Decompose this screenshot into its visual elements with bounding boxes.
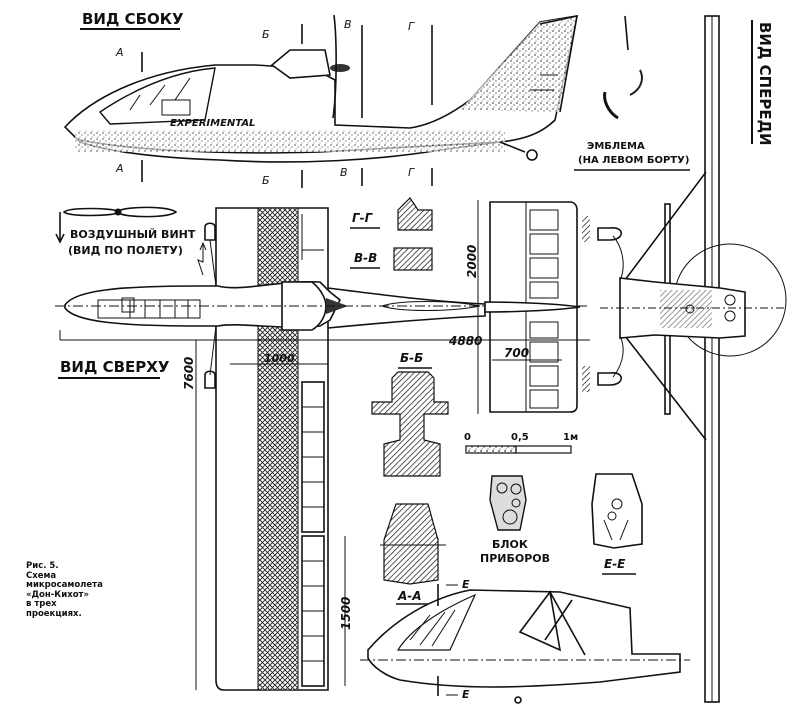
section-ee bbox=[591, 473, 643, 549]
span-dim: 7600 bbox=[182, 357, 196, 390]
svg-text:А: А bbox=[115, 46, 124, 59]
section-gg bbox=[397, 197, 433, 231]
side-view: ВИД СБОКУ EXPERIMENTAL А А Б bbox=[63, 10, 579, 188]
svg-text:В: В bbox=[340, 166, 348, 179]
top-tail-boom bbox=[327, 287, 486, 329]
tail-chord-dim: 700 bbox=[504, 346, 529, 360]
section-aa-label: А-А bbox=[397, 589, 422, 603]
propeller-label-2: (ВИД ПО ПОЛЕТУ) bbox=[68, 244, 183, 257]
instrument-panel: БЛОК ПРИБОРОВ bbox=[480, 475, 550, 565]
section-vv-label: В-В bbox=[354, 251, 377, 265]
side-spinner bbox=[330, 64, 350, 72]
cockpit-detail-view: Е Е bbox=[360, 578, 690, 704]
cross-sections: Г-Г В-В Б-Б А-А Е-Е bbox=[350, 197, 643, 605]
svg-text:Г: Г bbox=[408, 166, 415, 179]
aileron-dim: 1500 bbox=[339, 597, 353, 630]
svg-text:Б: Б bbox=[262, 174, 270, 187]
svg-text:ВИД СПЕРЕДИ: ВИД СПЕРЕДИ bbox=[756, 22, 774, 146]
side-engine bbox=[270, 49, 331, 79]
side-view-title: ВИД СБОКУ bbox=[82, 10, 184, 28]
scale-one: 1м bbox=[563, 432, 578, 443]
side-seat bbox=[161, 99, 191, 116]
side-fuselage-texture bbox=[75, 130, 505, 152]
elevator-ribs bbox=[529, 209, 559, 409]
propeller-label-1: ВОЗДУШНЫЙ ВИНТ bbox=[70, 228, 196, 241]
section-vv bbox=[393, 247, 433, 271]
front-view bbox=[582, 15, 787, 703]
scale-half: 0,5 bbox=[511, 432, 529, 443]
scale-zero: 0 bbox=[464, 432, 471, 443]
instruments-label-1: БЛОК bbox=[492, 538, 528, 551]
scale-bar: 0 0,5 1м bbox=[464, 432, 578, 454]
section-markers-side: А А Б Б В В Г Г bbox=[115, 18, 433, 188]
figure-caption: Рис. 5. Схема микросамолета «Дон-Кихот» … bbox=[26, 561, 103, 619]
emblem: ЭМБЛЕМА (НА ЛЕВОМ БОРТУ) bbox=[574, 15, 690, 171]
svg-text:В: В bbox=[344, 18, 352, 31]
side-canopy bbox=[98, 67, 216, 125]
instruments-label-2: ПРИБОРОВ bbox=[480, 552, 550, 565]
top-spinner bbox=[326, 298, 348, 314]
section-bb bbox=[371, 371, 449, 477]
section-aa bbox=[383, 503, 439, 585]
side-tailwheel bbox=[526, 149, 538, 161]
svg-text:Е: Е bbox=[462, 578, 470, 591]
emblem-label-1: ЭМБЛЕМА bbox=[587, 141, 645, 152]
section-ee-label: Е-Е bbox=[604, 557, 626, 571]
emblem-label-2: (НА ЛЕВОМ БОРТУ) bbox=[578, 155, 689, 166]
propeller-view: ВОЗДУШНЫЙ ВИНТ (ВИД ПО ПОЛЕТУ) bbox=[55, 206, 196, 257]
side-propeller bbox=[332, 14, 337, 119]
svg-text:Б: Б bbox=[262, 28, 270, 41]
chord-dim: 1000 bbox=[264, 352, 295, 365]
tail-span-dim: 2000 bbox=[465, 245, 479, 278]
front-view-title: ВИД СПЕРЕДИ bbox=[756, 22, 774, 146]
svg-text:Е: Е bbox=[462, 688, 470, 701]
section-gg-label: Г-Г bbox=[352, 211, 374, 225]
top-view: ВИД СВЕРХУ bbox=[55, 200, 590, 691]
svg-text:А: А bbox=[115, 162, 124, 175]
svg-text:Г: Г bbox=[408, 20, 415, 33]
section-bb-label: Б-Б bbox=[400, 351, 423, 365]
experimental-label: EXPERIMENTAL bbox=[170, 118, 255, 129]
length-dim: 4880 bbox=[448, 334, 482, 348]
top-wing-spar bbox=[257, 207, 299, 691]
top-view-title: ВИД СВЕРХУ bbox=[60, 358, 170, 376]
top-dimensions: 4880 7600 1000 1500 2000 700 bbox=[59, 200, 590, 690]
